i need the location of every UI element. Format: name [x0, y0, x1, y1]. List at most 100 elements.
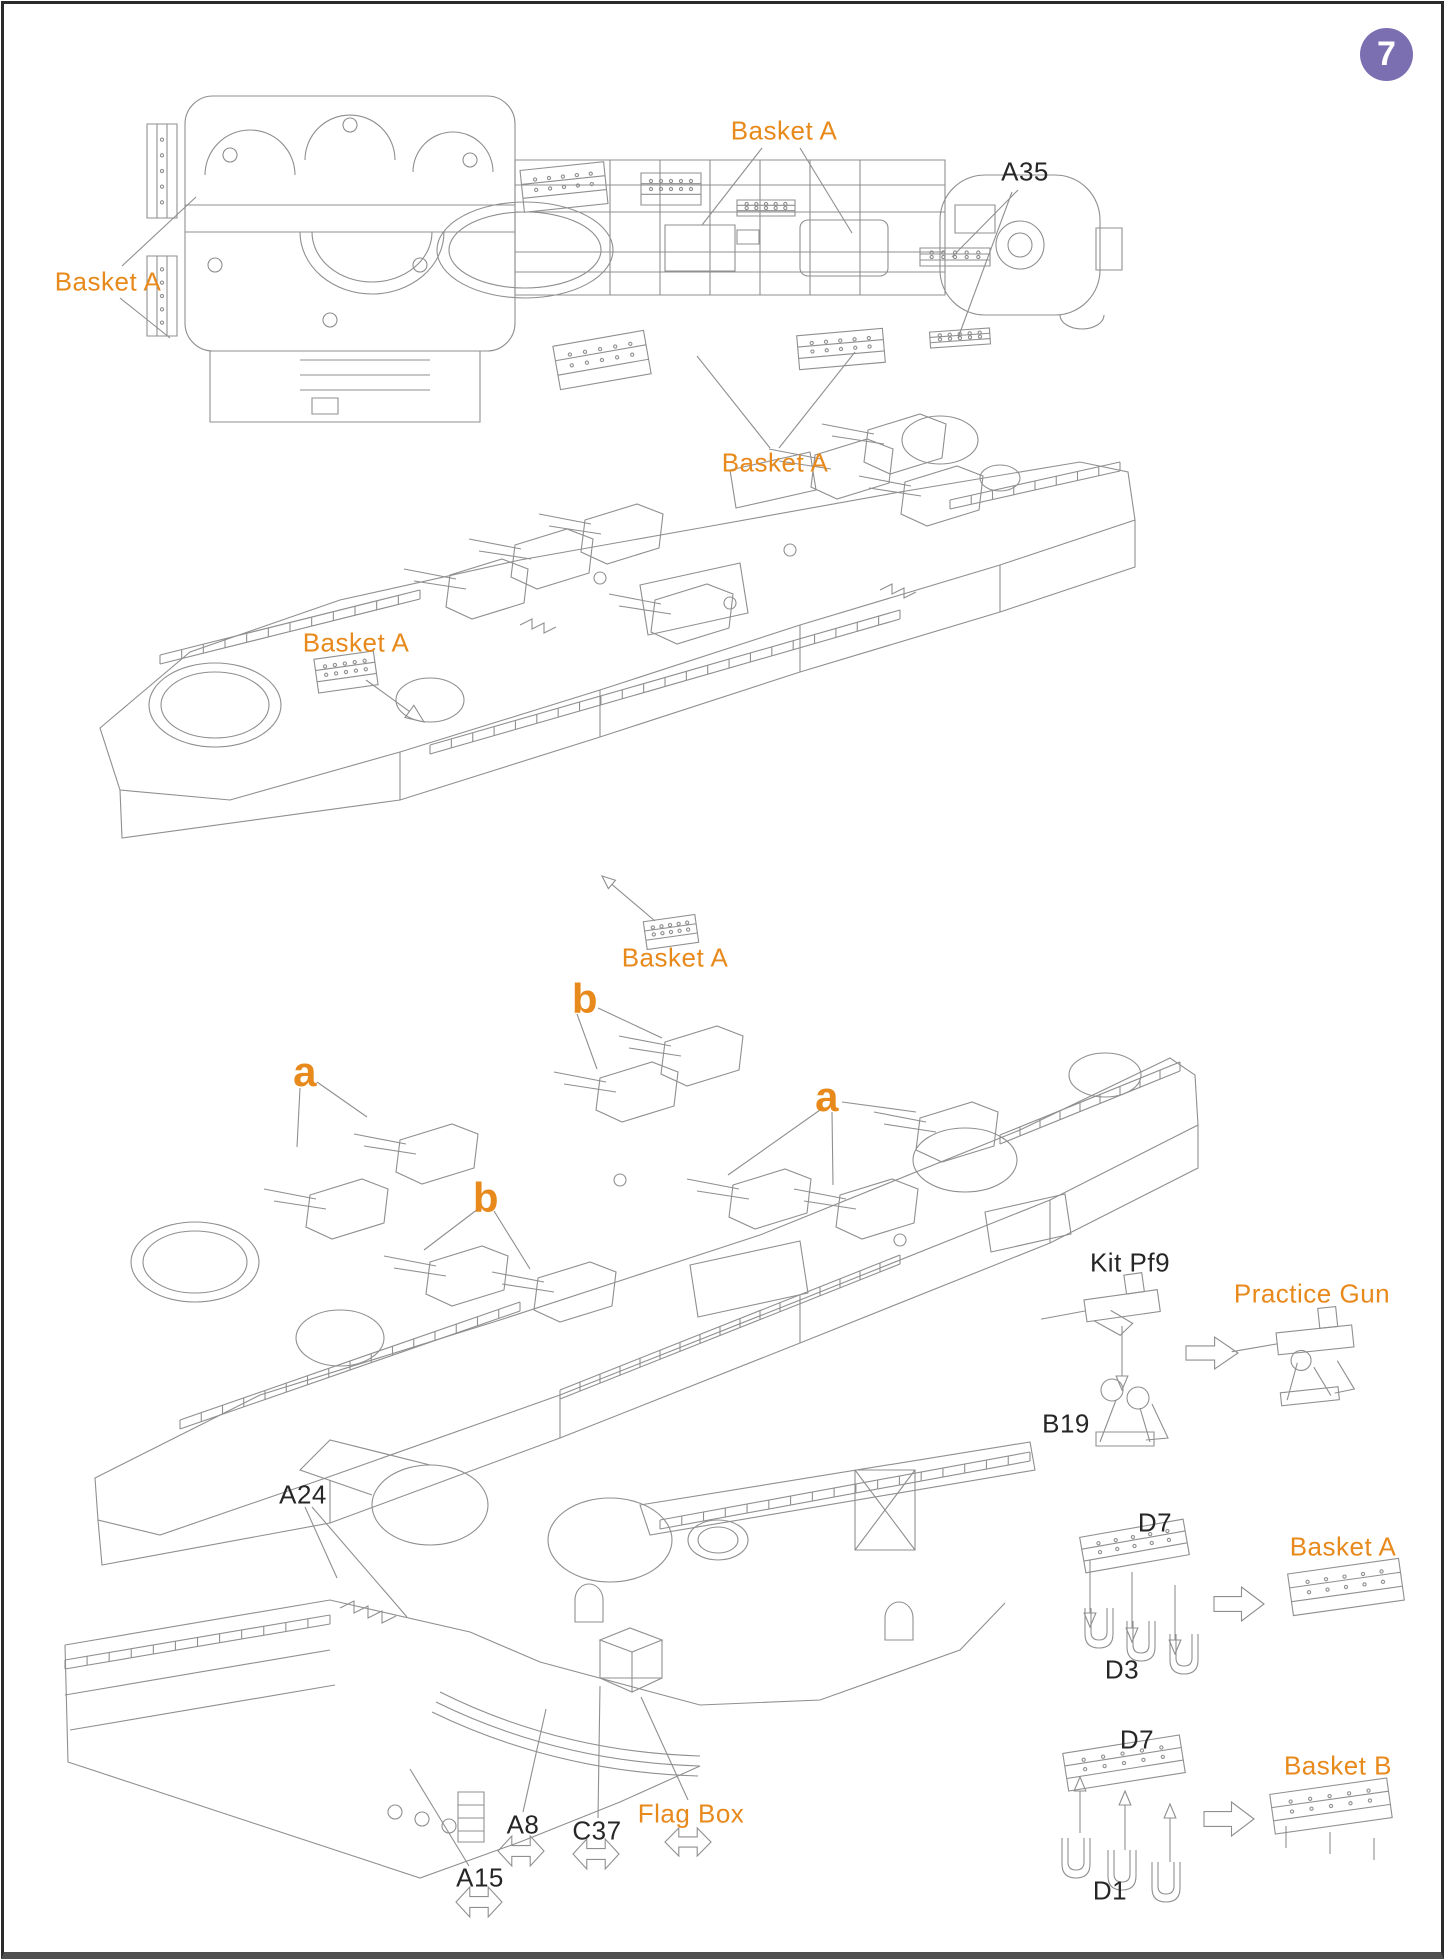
basket-hole — [1148, 1532, 1152, 1536]
basket-hole — [561, 175, 565, 179]
annotations-overlay — [120, 148, 1264, 1917]
basket-rail — [1084, 1543, 1187, 1561]
gun-barrel — [629, 1048, 681, 1056]
basket-frame — [1288, 1558, 1405, 1615]
basket-piece — [147, 124, 177, 218]
leader-line — [523, 1709, 546, 1812]
practice-gun-part — [1228, 1305, 1359, 1410]
step-number-badge: 7 — [1360, 28, 1413, 81]
assembly-arrow — [1204, 1802, 1254, 1836]
label-d7-16: D7 — [1119, 1724, 1155, 1755]
basket-hole — [1122, 1761, 1126, 1765]
basket-hole — [1131, 1535, 1135, 1539]
leader-line — [424, 1209, 478, 1250]
gun-barrel — [549, 526, 601, 534]
turret-body — [864, 414, 946, 474]
gun-turret — [264, 1179, 388, 1239]
leader-line — [728, 1110, 820, 1175]
basket-hole — [533, 178, 537, 182]
basket-hole — [784, 206, 787, 209]
basket-hole — [942, 251, 945, 254]
gun-barrel — [354, 1134, 406, 1144]
leader-line — [800, 148, 852, 233]
gun-barrel — [769, 449, 821, 459]
basket-hole — [1324, 1577, 1328, 1581]
basket-rail — [1082, 1531, 1185, 1549]
basket-rail — [1290, 1572, 1401, 1588]
basket-hole — [669, 187, 672, 190]
basket-hole — [948, 337, 951, 340]
gun-barrel — [274, 1201, 326, 1209]
basket-frame — [641, 173, 701, 205]
basket-rail — [1272, 1791, 1389, 1807]
turret-body — [581, 504, 663, 564]
leader-line — [305, 1507, 337, 1578]
plan-view-drawing — [185, 96, 1122, 422]
basket-hole — [344, 670, 348, 674]
basket-hole — [1160, 1746, 1164, 1750]
basket-hole — [590, 182, 594, 186]
basket-hole — [867, 336, 870, 339]
gun-turret — [609, 584, 733, 644]
label-d3-14: D3 — [1104, 1654, 1140, 1685]
gun-turret — [874, 1102, 998, 1162]
gun-barrel — [564, 1084, 616, 1092]
basket-frame — [147, 124, 177, 218]
turret-body — [426, 1246, 508, 1306]
leader-line — [312, 1507, 407, 1617]
basket-hole — [1329, 1804, 1333, 1808]
basket-hole — [660, 924, 664, 928]
basket-rail — [645, 924, 696, 931]
gun-barrel — [394, 1268, 446, 1276]
leader-line — [779, 352, 855, 448]
basket-hole — [1150, 1541, 1154, 1545]
hook-outline — [1170, 1634, 1198, 1674]
basket-hole — [854, 346, 857, 349]
gun-barrel — [884, 1124, 936, 1132]
label-practice-gun-12: Practice Gun — [1233, 1278, 1391, 1309]
basket-hole — [948, 333, 951, 336]
gun-barrel — [554, 1072, 606, 1082]
b19-part — [1096, 1379, 1168, 1446]
gun-barrel — [832, 436, 884, 444]
basket-hole — [745, 206, 748, 209]
iso-hull-2-drawing — [95, 1053, 1198, 1565]
gun-turret — [822, 414, 946, 474]
basket-hole — [679, 179, 682, 182]
basket-hole — [615, 355, 619, 359]
basket-hole — [839, 339, 842, 342]
basket-hole — [958, 336, 961, 339]
kit-pf9-part — [1037, 1271, 1163, 1346]
basket-hole — [1142, 1758, 1146, 1762]
basket-hole — [324, 673, 328, 677]
label-b-8: b — [472, 1174, 500, 1221]
basket-rail — [555, 345, 646, 361]
basket-hole — [1290, 1810, 1294, 1814]
basket-hole — [364, 667, 368, 671]
turret-body — [651, 584, 733, 644]
basket-hole — [968, 336, 971, 339]
basket-hole — [1161, 1755, 1165, 1759]
deck-railing — [560, 1255, 900, 1399]
leader-line — [598, 1008, 662, 1038]
gun-barrel — [479, 551, 531, 559]
basket-rail — [317, 673, 376, 681]
hook-clip — [1062, 1838, 1090, 1878]
fit-arrow-head — [1119, 1791, 1131, 1805]
basket-hole — [668, 923, 672, 927]
basket-hole — [868, 345, 871, 348]
basket-frame — [314, 651, 378, 693]
basket-hole — [160, 185, 163, 188]
basket-hole — [568, 353, 572, 357]
basket-frame — [147, 256, 177, 336]
label-basket-a-4: Basket A — [302, 627, 410, 658]
gun-turret — [469, 529, 593, 589]
gun-barrel — [779, 461, 831, 469]
basket-hole — [575, 173, 579, 177]
leader-line — [952, 190, 1018, 257]
hook-inner — [1158, 1862, 1174, 1894]
basket-hole — [825, 349, 828, 352]
basket-hole — [978, 331, 981, 334]
basket-hole — [942, 255, 945, 258]
gun-turret — [354, 1124, 478, 1184]
